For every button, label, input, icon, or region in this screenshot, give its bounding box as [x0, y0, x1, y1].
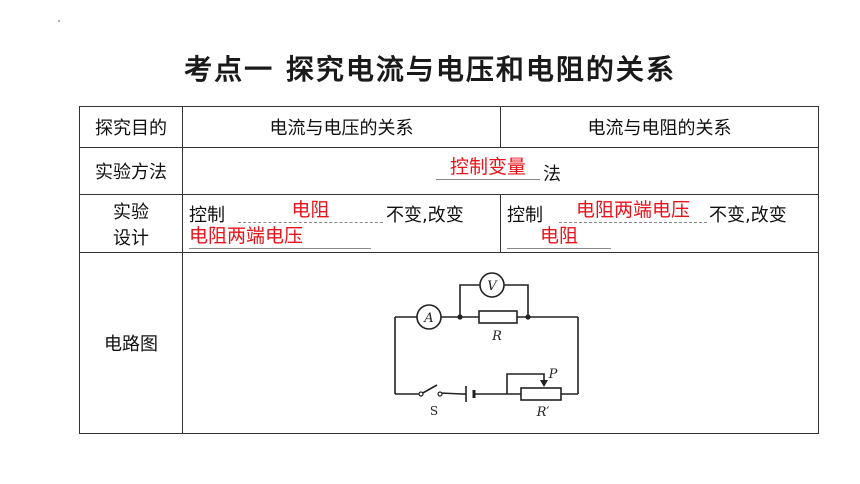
- design-label-line1: 实验: [113, 201, 149, 223]
- method-label: 实验方法: [79, 147, 183, 195]
- design-right-answer2: 电阻: [507, 221, 611, 249]
- design-left: 控制 电阻 不变,改变 电阻两端电压: [182, 194, 501, 253]
- design-left-answer1: 电阻: [238, 195, 383, 223]
- goal-resistance: 电流与电阻的关系: [500, 106, 819, 148]
- slider-label: P: [548, 367, 558, 382]
- design-left-answer2: 电阻两端电压: [189, 221, 371, 249]
- method-suffix: 法: [543, 164, 561, 185]
- rheostat-label: R′: [536, 405, 550, 420]
- ammeter-label: A: [423, 311, 433, 326]
- goal-label: 探究目的: [79, 106, 183, 148]
- resistor-label: R: [491, 329, 502, 344]
- voltmeter-symbol: [479, 272, 505, 298]
- row-method: 实验方法 控制变量 法: [79, 147, 819, 195]
- experiment-table: 探究目的 电流与电压的关系 电流与电阻的关系 实验方法 控制变量 法 实验 设计…: [79, 106, 819, 434]
- circuit-label: 电路图: [79, 252, 183, 434]
- design-left-middle: 不变,改变: [386, 205, 464, 226]
- design-right-prefix: 控制: [507, 205, 543, 226]
- switch-contact: [437, 391, 443, 397]
- decorative-dot: [58, 20, 60, 22]
- junction-dot: [457, 314, 463, 320]
- row-goal: 探究目的 电流与电压的关系 电流与电阻的关系: [79, 106, 819, 148]
- voltmeter-label: V: [487, 279, 498, 294]
- row-circuit: 电路图: [79, 252, 819, 434]
- ammeter-symbol: [416, 304, 442, 330]
- slider-arrow-icon: [540, 380, 548, 387]
- switch-contact: [418, 391, 424, 397]
- row-design: 实验 设计 控制 电阻 不变,改变 电阻两端电压 控制 电阻两端电压 不变,改变…: [79, 194, 819, 253]
- junction-dot: [525, 314, 531, 320]
- design-right-answer1: 电阻两端电压: [559, 195, 707, 223]
- method-answer: 控制变量: [436, 152, 540, 180]
- design-right-middle: 不变,改变: [709, 205, 787, 226]
- circuit-cell: V A R R′ P S: [182, 252, 819, 434]
- design-label: 实验 设计: [79, 194, 183, 253]
- rheostat-symbol: [520, 387, 562, 401]
- page-title: 考点一 探究电流与电压和电阻的关系: [184, 53, 676, 86]
- goal-voltage: 电流与电压的关系: [182, 106, 501, 148]
- design-label-line2: 设计: [113, 227, 149, 249]
- method-cell: 控制变量 法: [182, 147, 819, 195]
- design-left-prefix: 控制: [189, 205, 225, 226]
- switch-label: S: [430, 404, 438, 418]
- resistor-symbol: [478, 310, 518, 324]
- circuit-diagram: V A R R′ P S: [394, 272, 579, 420]
- design-right: 控制 电阻两端电压 不变,改变 电阻: [500, 194, 819, 253]
